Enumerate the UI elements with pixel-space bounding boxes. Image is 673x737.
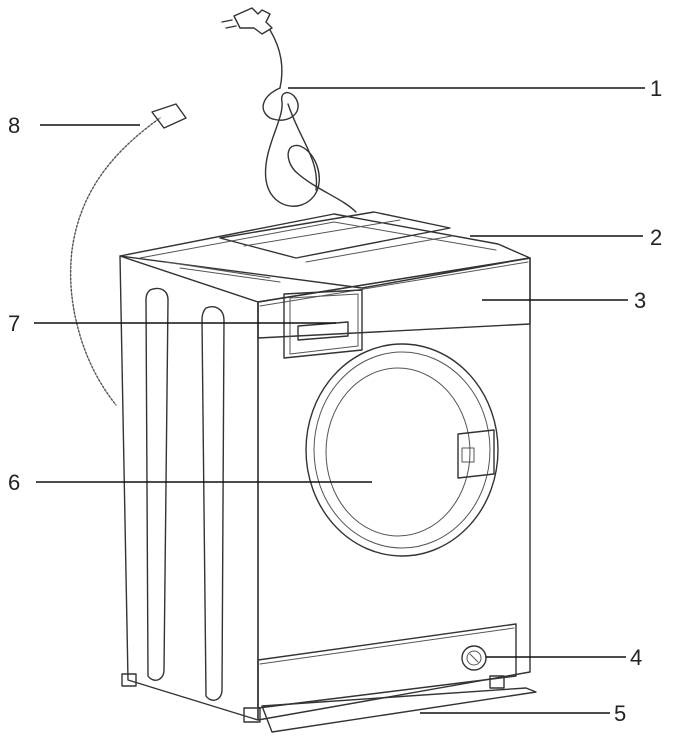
callout-7: 7 [8, 311, 20, 336]
door [305, 343, 499, 557]
callout-1: 1 [650, 76, 662, 101]
callout-8: 8 [8, 113, 20, 138]
base-plate [261, 687, 537, 733]
leader-lines [34, 87, 645, 714]
callout-4: 4 [630, 645, 642, 670]
pump-filter [461, 645, 487, 671]
callout-numbers: 1 2 3 4 5 6 7 8 [8, 76, 662, 726]
callout-2: 2 [650, 225, 662, 250]
callout-5: 5 [614, 701, 626, 726]
callout-3: 3 [634, 288, 646, 313]
power-cord [221, 7, 357, 213]
top-panel [119, 211, 531, 289]
drain-hose [65, 103, 187, 409]
cabinet-body [119, 255, 531, 723]
callout-6: 6 [8, 470, 20, 495]
